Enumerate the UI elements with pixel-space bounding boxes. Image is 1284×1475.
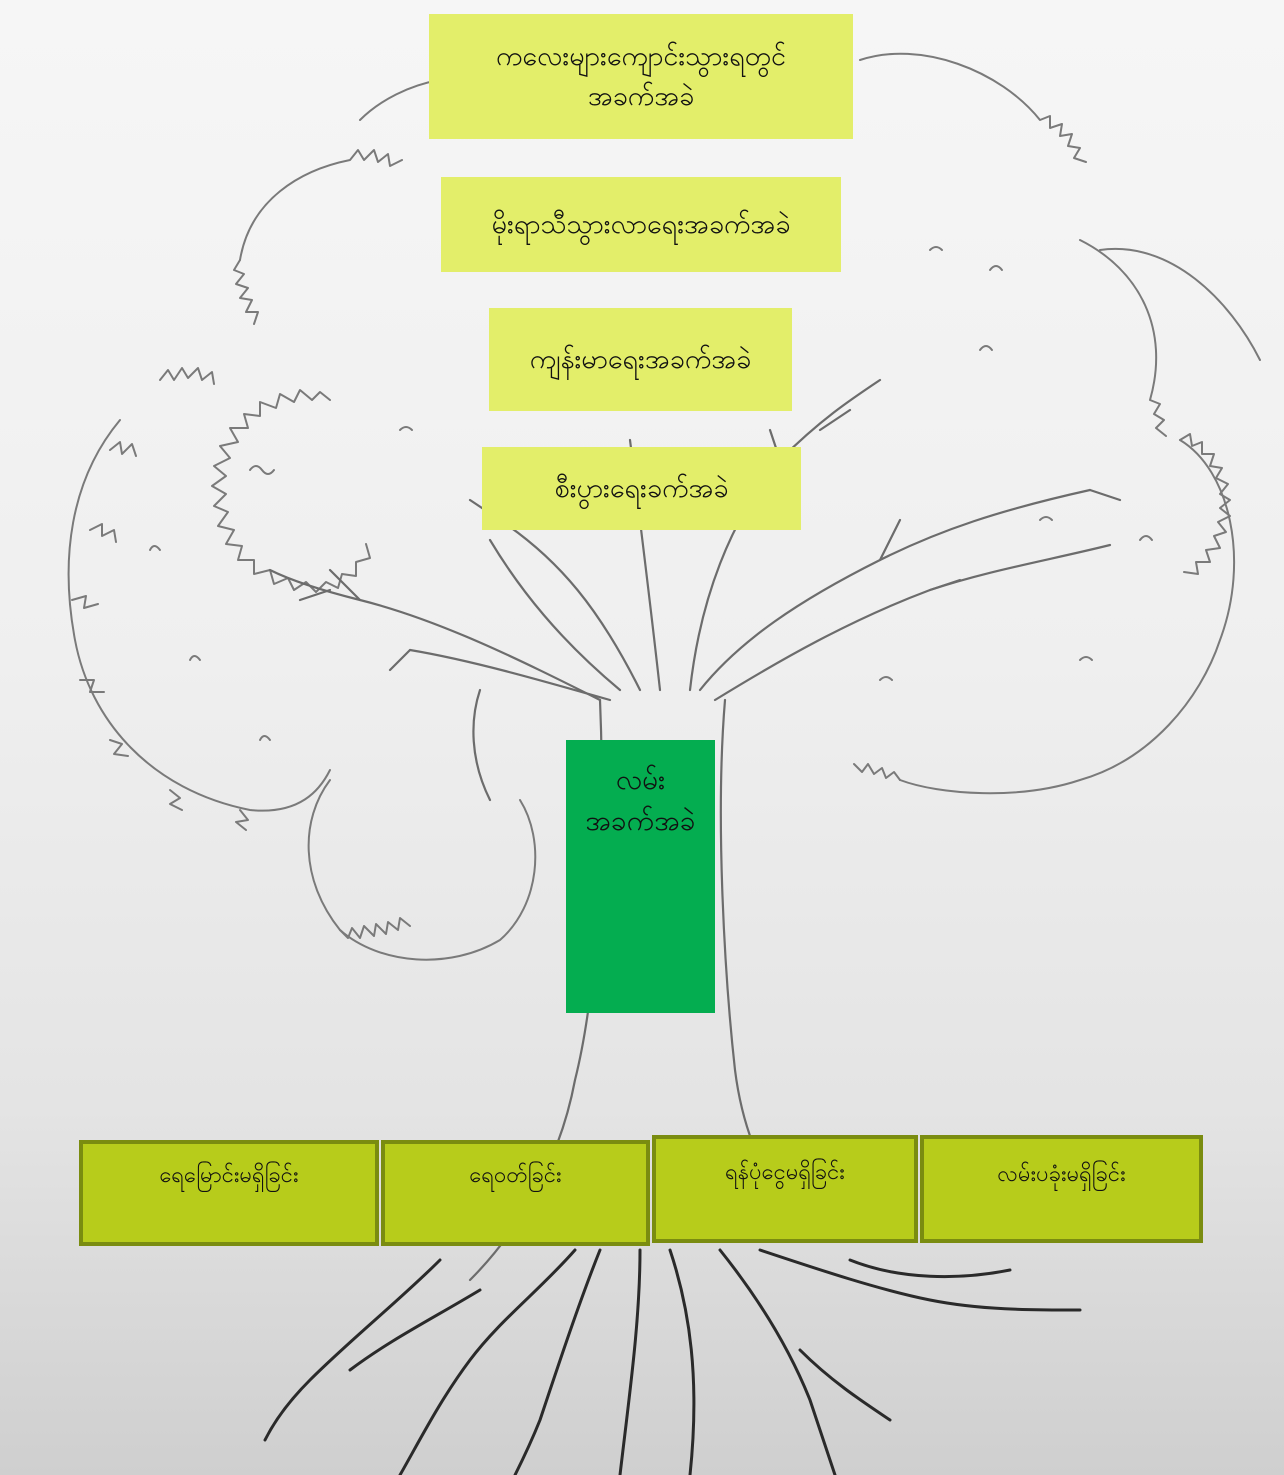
trunk-label: လမ်းအခက်အခဲ xyxy=(585,763,696,837)
branch-label: ကလေးများကျောင်းသွားရတွင်အခက်အခဲ xyxy=(495,41,786,112)
root-box-no-funds: ရန်ပုံငွေမရှိခြင်း xyxy=(652,1135,918,1243)
root-label: ရေမြောင်းမရှိခြင်း xyxy=(159,1163,299,1188)
root-box-no-road-shoulder: လမ်းပခုံးမရှိခြင်း xyxy=(920,1135,1203,1243)
root-label: ရေဝတ်ခြင်း xyxy=(469,1163,562,1188)
branch-label: ကျန်းမာရေးအခက်အခဲ xyxy=(529,343,752,375)
trunk-box-road-problem: လမ်းအခက်အခဲ xyxy=(566,740,715,1013)
tree-canopy xyxy=(67,52,1261,961)
root-label: ရန်ပုံငွေမရှိခြင်း xyxy=(725,1160,845,1185)
branch-box-economy: စီးပွားရေးခက်အခဲ xyxy=(482,447,801,530)
branch-label: စီးပွားရေးခက်အခဲ xyxy=(554,472,729,504)
branch-box-rainy-season-travel: မိုးရာသီသွားလာရေးအခက်အခဲ xyxy=(441,177,841,272)
root-box-no-drainage: ရေမြောင်းမရှိခြင်း xyxy=(79,1140,379,1246)
branch-label: မိုးရာသီသွားလာရေးအခက်အခဲ xyxy=(491,208,791,240)
tree-roots xyxy=(263,1248,1082,1475)
branch-box-health: ကျန်းမာရေးအခက်အခဲ xyxy=(489,308,792,411)
branch-box-children-school: ကလေးများကျောင်းသွားရတွင်အခက်အခဲ xyxy=(429,14,853,139)
root-label: လမ်းပခုံးမရှိခြင်း xyxy=(997,1162,1126,1187)
root-box-flooding: ရေဝတ်ခြင်း xyxy=(381,1140,650,1246)
